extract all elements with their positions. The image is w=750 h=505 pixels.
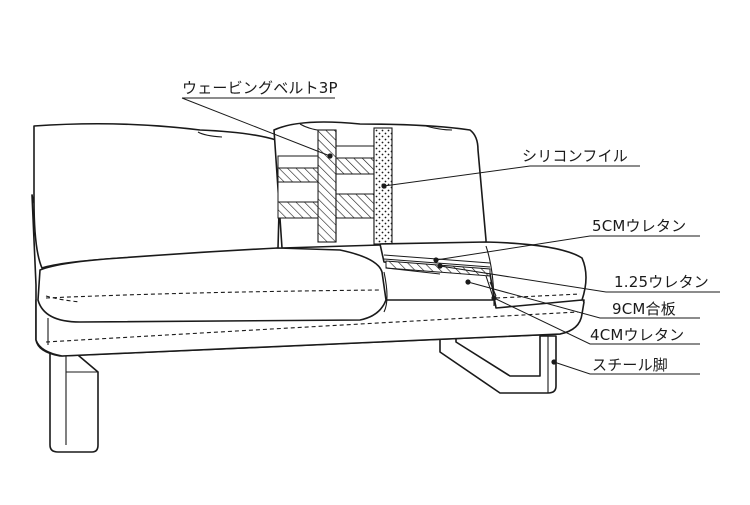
label-plywood-9cm: 9CM合板 [612, 300, 676, 318]
callout-dots [327, 153, 557, 365]
label-steel-leg: スチール脚 [592, 356, 669, 374]
label-urethane-4cm: 4CMウレタン [590, 326, 685, 344]
seat-seam [45, 295, 81, 303]
steel-leg-left [49, 339, 99, 453]
label-urethane-5cm: 5CMウレタン [592, 217, 687, 235]
webbing-belt-straps [277, 129, 375, 243]
left-seat-cushion [37, 247, 388, 323]
steel-leg-right [439, 335, 557, 394]
callout-lines [181, 97, 720, 375]
label-webbing-belt: ウェービングベルト3P [182, 79, 338, 97]
label-silicone-fill: シリコンフイル [522, 147, 628, 165]
label-urethane-125: 1.25ウレタン [614, 273, 709, 291]
left-back-cushion [33, 122, 281, 269]
